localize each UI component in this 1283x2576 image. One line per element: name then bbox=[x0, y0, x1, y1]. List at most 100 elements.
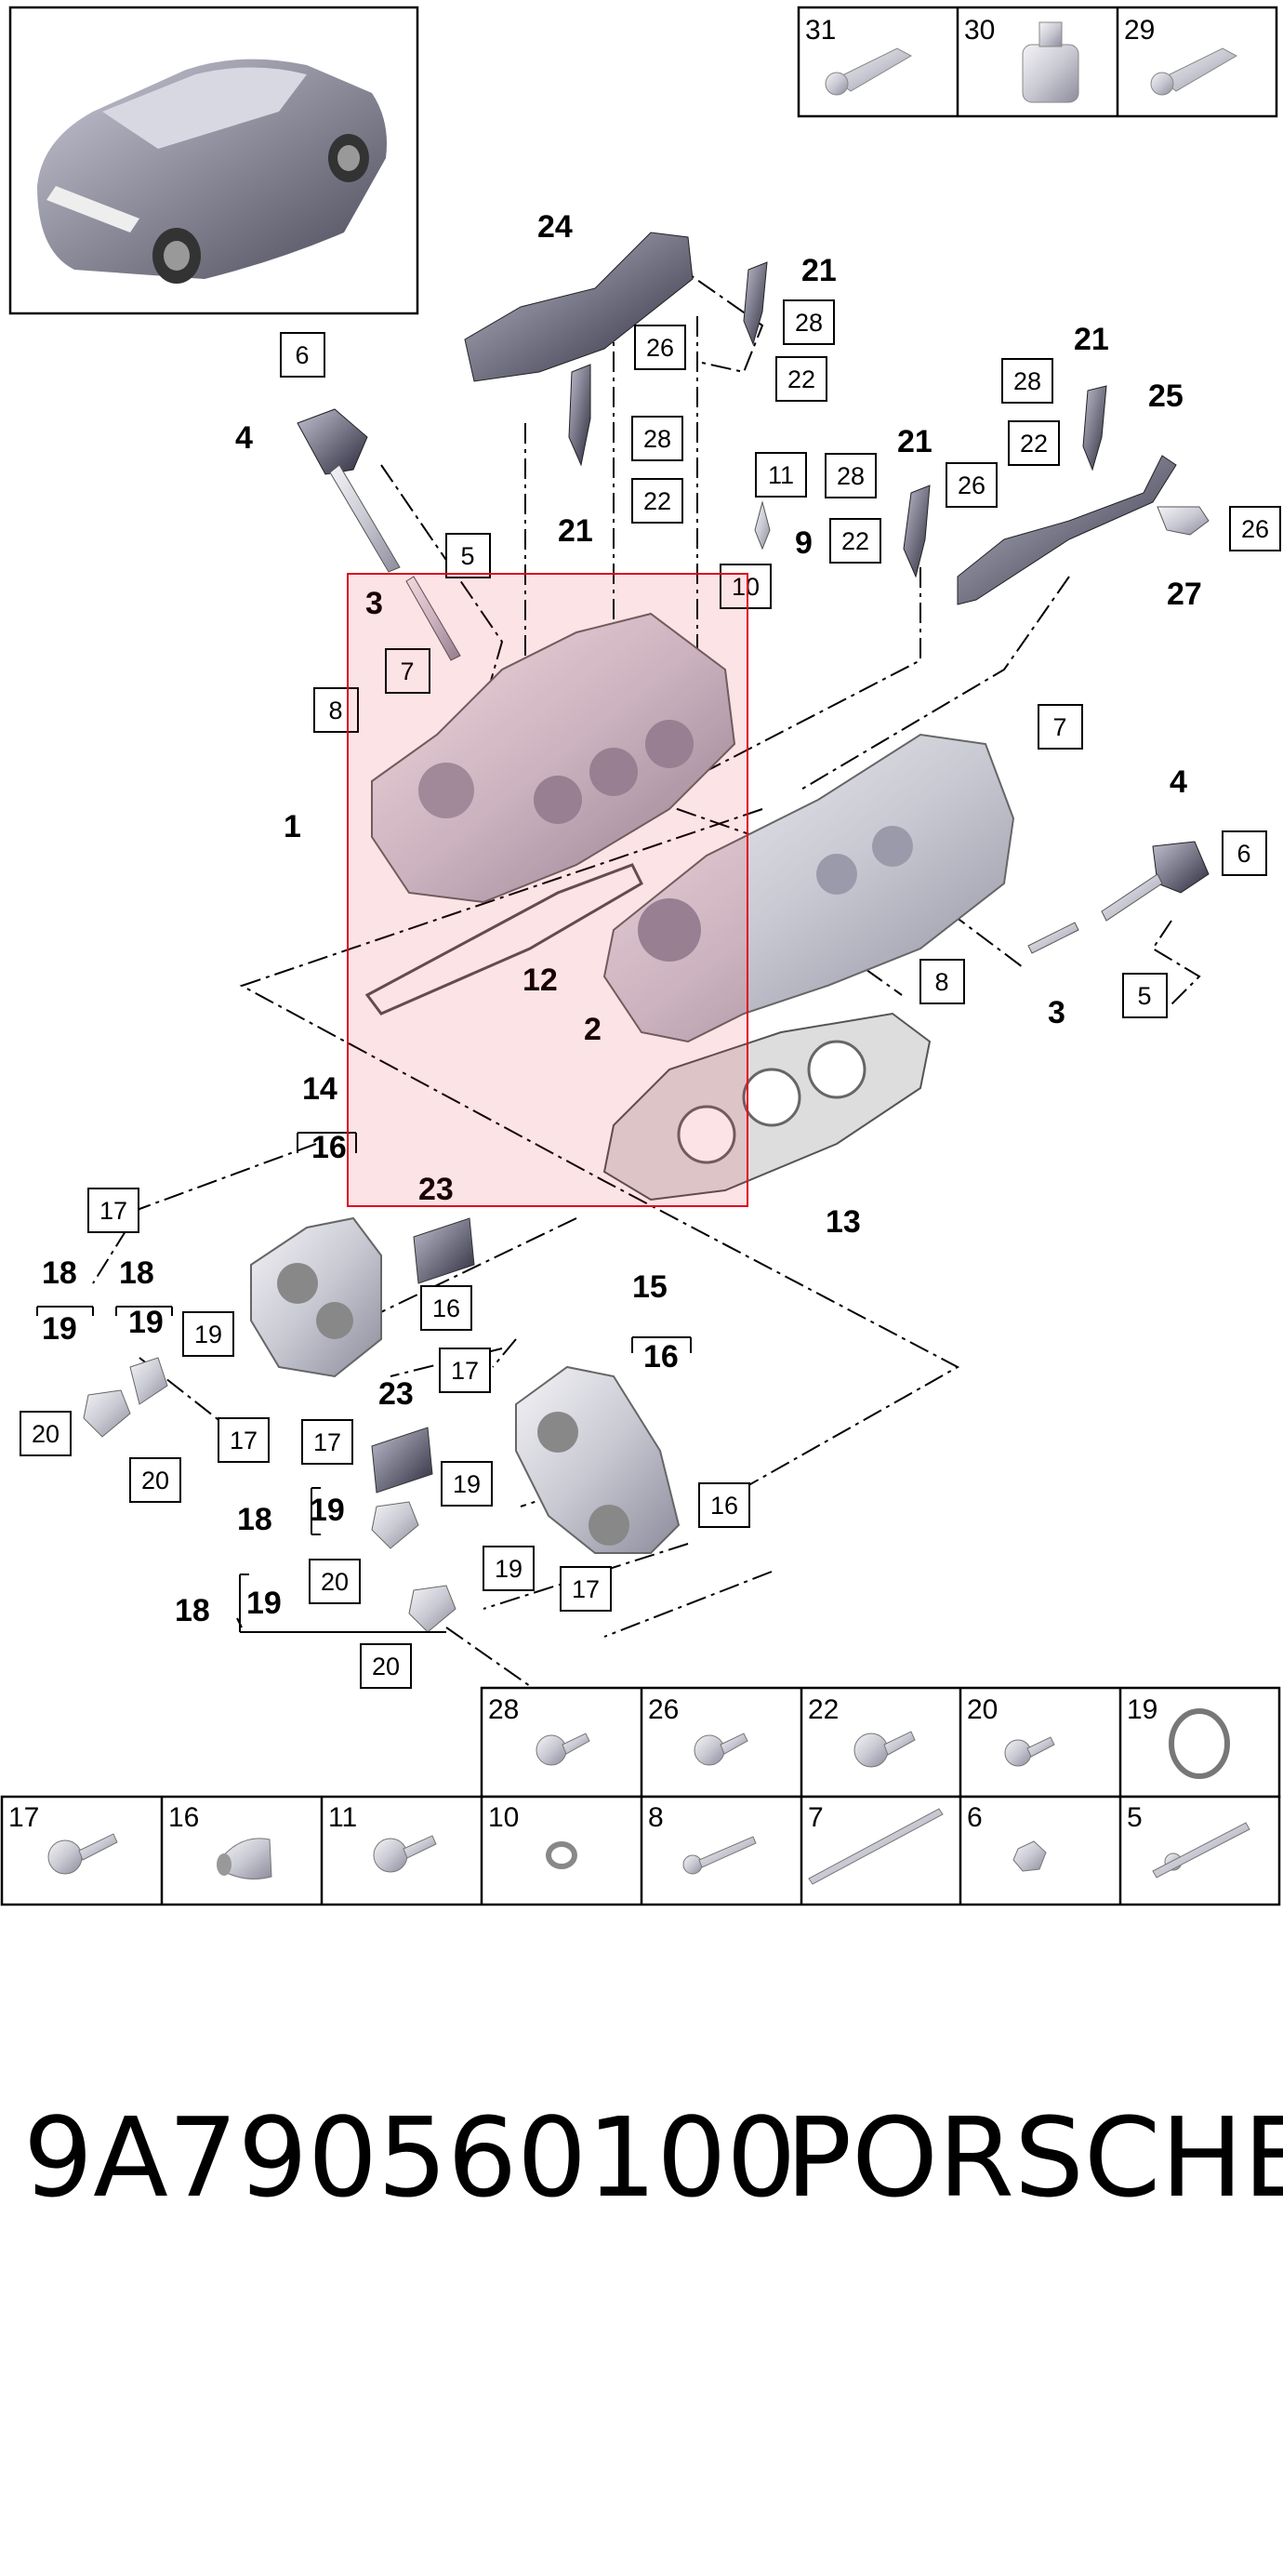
box-callout-28: 28 bbox=[643, 425, 671, 453]
caption: 9A790560100 PORSCHE bbox=[0, 2074, 1283, 2241]
box-callout-11: 11 bbox=[768, 461, 794, 489]
bolt-icon bbox=[694, 1733, 748, 1766]
table-cell-label: 30 bbox=[964, 15, 995, 46]
box-callout-7: 7 bbox=[1052, 713, 1066, 741]
table-cell-label: 8 bbox=[648, 1802, 664, 1833]
callout-19: 19 bbox=[128, 1305, 164, 1340]
callout-3: 3 bbox=[1048, 995, 1065, 1030]
table-cell-label: 22 bbox=[808, 1694, 839, 1725]
callout-21: 21 bbox=[558, 513, 593, 549]
callout-23: 23 bbox=[378, 1376, 414, 1412]
box-callout-5: 5 bbox=[460, 542, 474, 570]
callout-18: 18 bbox=[237, 1502, 272, 1537]
box-callout-10: 10 bbox=[732, 573, 760, 601]
box-callout-22: 22 bbox=[841, 527, 869, 555]
callout-1: 1 bbox=[284, 809, 301, 844]
box-callout-20: 20 bbox=[321, 1568, 349, 1596]
box-callout-16: 16 bbox=[432, 1295, 460, 1322]
table-cell-label: 17 bbox=[8, 1802, 39, 1833]
callout-4: 4 bbox=[1170, 764, 1187, 800]
callout-18: 18 bbox=[175, 1593, 210, 1628]
stud-icon bbox=[1152, 1822, 1250, 1879]
washer-icon bbox=[546, 1841, 577, 1869]
brackets-21 bbox=[568, 261, 1107, 578]
sensor-27 bbox=[1157, 506, 1210, 536]
callout-13: 13 bbox=[826, 1204, 861, 1240]
heat-shield-24 bbox=[464, 232, 694, 382]
callout-4: 4 bbox=[235, 420, 253, 456]
spark-plug-left bbox=[405, 576, 461, 661]
bolt-icon bbox=[536, 1733, 590, 1766]
bold-callouts: 24 21 21 21 21 25 4 4 9 27 3 3 1 12 2 13… bbox=[42, 209, 1202, 1628]
box-callout-8: 8 bbox=[328, 697, 342, 724]
highlight-region bbox=[347, 573, 748, 1207]
valve-9 bbox=[754, 500, 771, 551]
box-callout-6: 6 bbox=[295, 341, 309, 369]
bolt-icon bbox=[47, 1833, 118, 1875]
callout-3: 3 bbox=[365, 586, 383, 621]
box-callout-6: 6 bbox=[1237, 840, 1250, 868]
box-callout-20: 20 bbox=[141, 1467, 169, 1494]
table-cell-label: 28 bbox=[488, 1694, 519, 1725]
box-callout-17: 17 bbox=[451, 1357, 479, 1385]
nut-icon bbox=[1012, 1840, 1047, 1872]
exploded-parts-diagram: 31 30 29 bbox=[0, 6, 1281, 1906]
box-callout-5: 5 bbox=[1137, 982, 1151, 1010]
timing-cover-14 bbox=[250, 1216, 382, 1378]
box-callout-17: 17 bbox=[313, 1428, 341, 1456]
box-callout-26: 26 bbox=[646, 334, 674, 362]
top-parts-table: 31 30 29 bbox=[797, 6, 1278, 118]
callout-12: 12 bbox=[522, 963, 558, 998]
part-number: 9A790560100 bbox=[23, 2093, 797, 2222]
box-callout-20: 20 bbox=[32, 1420, 60, 1448]
box-callout-22: 22 bbox=[787, 365, 815, 393]
vehicle-thumbnail bbox=[8, 6, 419, 315]
callout-16: 16 bbox=[311, 1130, 347, 1165]
boxed-callouts: 6 26 28 22 28 22 28 22 26 28 22 11 26 5 bbox=[20, 299, 1281, 1689]
car-icon bbox=[37, 59, 387, 284]
box-callout-28: 28 bbox=[795, 309, 823, 337]
timing-cover-15 bbox=[515, 1365, 681, 1554]
cylinder-head-2 bbox=[602, 733, 1015, 1043]
box-callout-16: 16 bbox=[710, 1492, 738, 1520]
callout-21: 21 bbox=[1074, 322, 1109, 357]
heat-shield-25 bbox=[957, 455, 1177, 605]
box-callout-17: 17 bbox=[99, 1197, 127, 1225]
cylinder-head-1 bbox=[371, 612, 736, 904]
box-callout-28: 28 bbox=[837, 462, 865, 490]
callout-15: 15 bbox=[632, 1269, 668, 1305]
box-callout-8: 8 bbox=[934, 968, 948, 996]
plates-23 bbox=[371, 1217, 475, 1494]
callout-18: 18 bbox=[119, 1255, 154, 1291]
box-callout-22: 22 bbox=[643, 487, 671, 515]
table-cell-label: 20 bbox=[967, 1694, 998, 1725]
callout-21: 21 bbox=[801, 253, 837, 288]
callout-21: 21 bbox=[897, 424, 932, 459]
callout-9: 9 bbox=[795, 525, 813, 561]
tube-icon bbox=[825, 47, 913, 96]
callout-16: 16 bbox=[643, 1339, 679, 1374]
table-cell-label: 19 bbox=[1127, 1694, 1157, 1725]
group-brackets bbox=[36, 1132, 692, 1633]
table-cell-label: 6 bbox=[967, 1802, 983, 1833]
gasket-12 bbox=[364, 863, 643, 1016]
table-cell-label: 10 bbox=[488, 1802, 519, 1833]
long-bolt-icon bbox=[682, 1836, 757, 1875]
callout-19: 19 bbox=[246, 1586, 282, 1621]
box-callout-7: 7 bbox=[400, 657, 414, 685]
box-callout-28: 28 bbox=[1013, 367, 1041, 395]
callout-18: 18 bbox=[42, 1255, 77, 1291]
box-callout-19: 19 bbox=[194, 1321, 222, 1348]
box-callout-22: 22 bbox=[1020, 430, 1048, 458]
table-cell-label: 7 bbox=[808, 1802, 824, 1833]
box-callout-26: 26 bbox=[958, 471, 985, 499]
callout-27: 27 bbox=[1167, 577, 1202, 612]
stud-icon bbox=[808, 1808, 944, 1885]
ignition-coil-right bbox=[1101, 841, 1210, 922]
callout-19: 19 bbox=[42, 1311, 77, 1347]
callout-14: 14 bbox=[302, 1071, 337, 1107]
gasket-13 bbox=[602, 1012, 932, 1202]
callout-19: 19 bbox=[310, 1493, 345, 1528]
table-cell-label: 16 bbox=[168, 1802, 199, 1833]
table-cell-label: 31 bbox=[805, 15, 836, 46]
